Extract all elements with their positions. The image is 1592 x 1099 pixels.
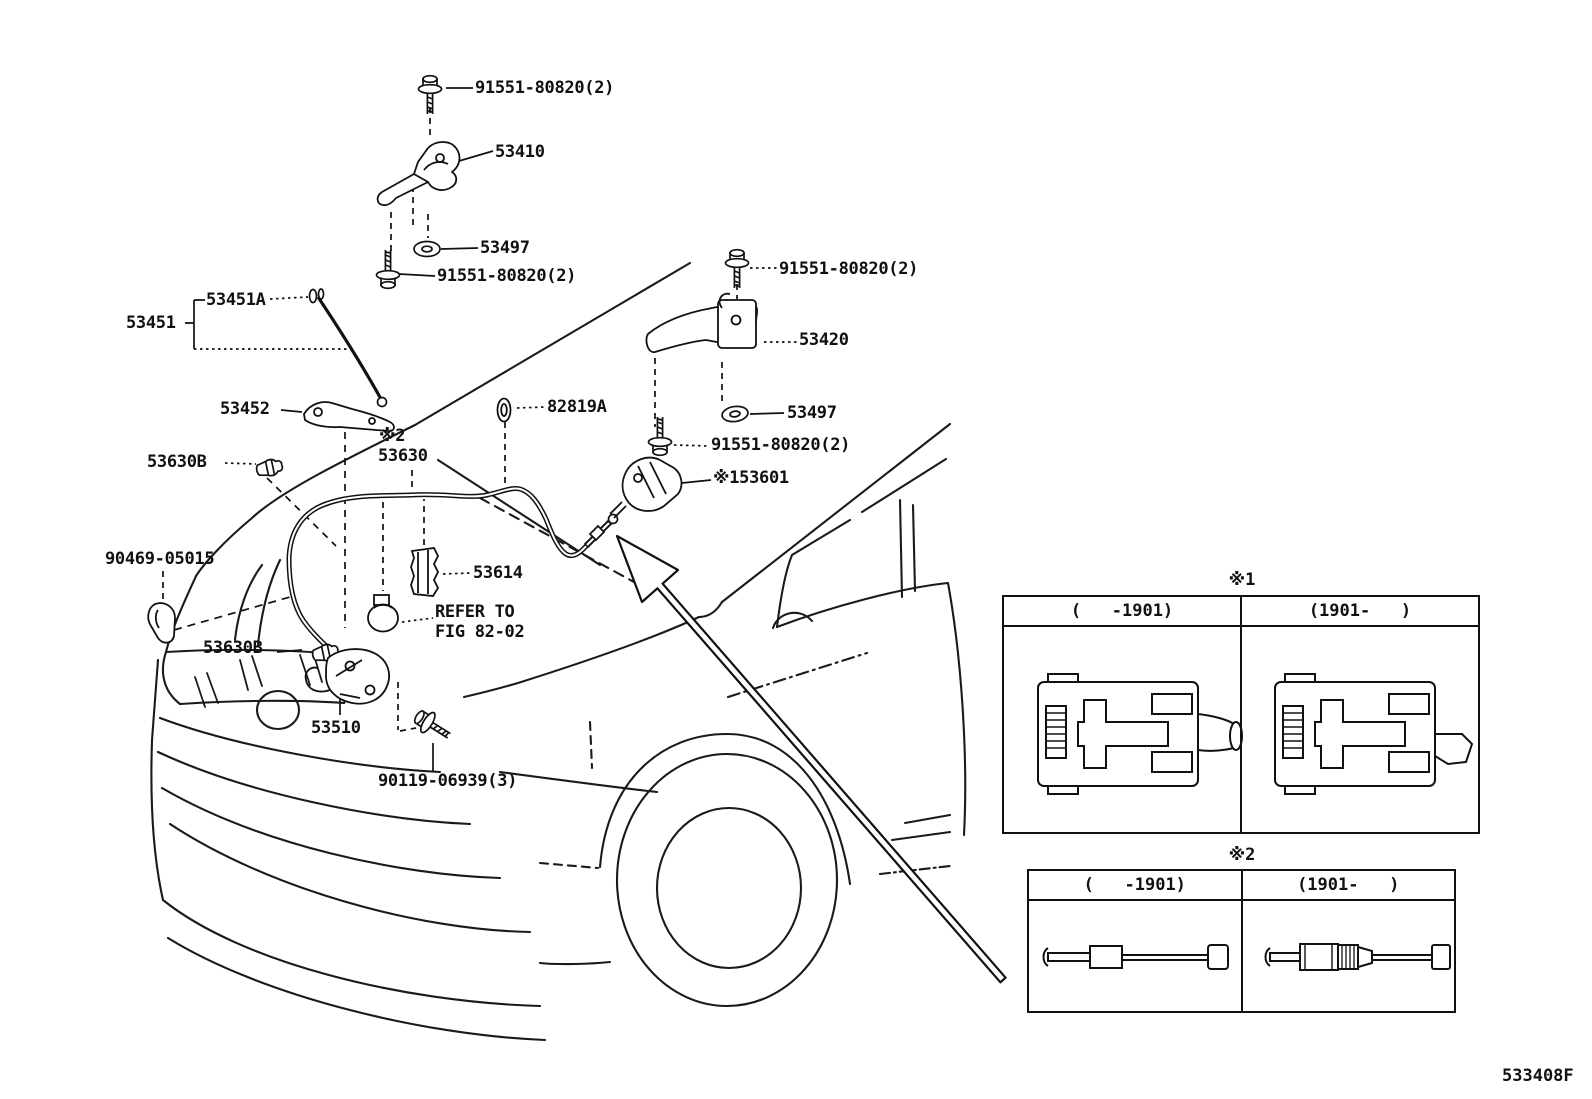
table2-body-row <box>1029 901 1454 1011</box>
label-cable-53630: 53630 <box>378 446 428 466</box>
table1-col2-header: (1901- ) <box>1308 601 1412 621</box>
hook-90469-05015 <box>147 602 176 644</box>
table2-title: ※2 <box>1228 845 1256 865</box>
table1-lock-late-drawing <box>1274 673 1474 795</box>
table1-col2-cell <box>1242 627 1478 832</box>
table2-col2-header: (1901- ) <box>1297 875 1400 895</box>
table2-cable-late-drawing <box>1264 943 1451 971</box>
label-washer-53497-right: 53497 <box>787 403 837 423</box>
label-holder-53452: 53452 <box>220 399 270 419</box>
hood-release-cable-53630 <box>286 486 590 668</box>
table1-body-row <box>1004 627 1478 832</box>
support-rod-53451 <box>308 288 388 408</box>
label-latch-53601: ※153601 <box>713 468 789 488</box>
label-rod-53451: 53451 <box>126 313 176 333</box>
table2-col1-header: ( -1901) <box>1029 871 1243 899</box>
label-note2-mark: ※2 <box>379 426 406 446</box>
figure-code: 533408F <box>1502 1066 1574 1086</box>
label-clip-53630b-lower: 53630B <box>203 638 263 658</box>
table1-hood-lock-variants: ( -1901) (1901- ) <box>1002 595 1480 834</box>
label-hinge-53420: 53420 <box>799 330 849 350</box>
table2-col2-cell <box>1243 901 1455 1011</box>
rod-holder-53452 <box>303 401 395 432</box>
label-bolt-91551-top-left: 91551-80820(2) <box>475 78 615 98</box>
label-bolt-91551-bottom-right: 91551-80820(2) <box>711 435 851 455</box>
table1-lock-early-drawing <box>1037 673 1243 795</box>
hinge-53410 <box>376 141 461 207</box>
label-hinge-53410: 53410 <box>495 142 545 162</box>
label-washer-53497-left: 53497 <box>480 238 530 258</box>
label-grommet-82819a: 82819A <box>547 397 607 417</box>
latch-53601 <box>609 456 683 519</box>
car-body-outline <box>150 261 967 1042</box>
label-bolt-91551-bottom-left: 91551-80820(2) <box>437 266 577 286</box>
label-bolt-91551-top-right: 91551-80820(2) <box>779 259 919 279</box>
table2-cable-variants: ( -1901) (1901- ) <box>1027 869 1456 1013</box>
label-clip-53451a: 53451A <box>206 290 266 310</box>
label-clamp-53614: 53614 <box>473 563 523 583</box>
pointer-arrow <box>615 534 1007 984</box>
label-bolt-90119-06939: 90119-06939(3) <box>378 771 518 791</box>
label-refer-note-line1: REFER TO <box>435 602 515 622</box>
clamp-53614 <box>410 547 440 597</box>
grommet-82819a <box>496 397 512 423</box>
table1-col1-header: ( -1901) <box>1004 597 1242 625</box>
hinge-53420 <box>645 292 758 353</box>
solenoid-refer-fig-82-02 <box>367 594 399 633</box>
table2-header-row: ( -1901) (1901- ) <box>1029 871 1454 901</box>
table1-col1-cell <box>1004 627 1242 832</box>
table2-col1-cell <box>1029 901 1243 1011</box>
label-hook-90469-05015: 90469-05015 <box>105 549 215 569</box>
table2-cable-early-drawing <box>1042 944 1229 970</box>
label-refer-note-line2: FIG 82-02 <box>435 622 525 642</box>
cable-end-fitting <box>583 513 619 549</box>
hood-lock-53510 <box>304 648 390 705</box>
label-lock-53510: 53510 <box>311 718 361 738</box>
table1-header-row: ( -1901) (1901- ) <box>1004 597 1478 627</box>
table1-title: ※1 <box>1228 570 1256 590</box>
label-clip-53630b-upper: 53630B <box>147 452 207 472</box>
leader-lines <box>162 87 797 771</box>
